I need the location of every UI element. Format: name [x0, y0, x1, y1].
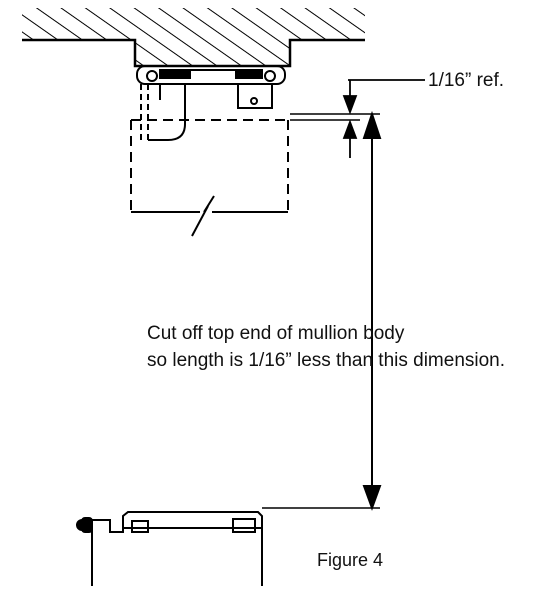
instruction-line-1: Cut off top end of mullion body [147, 323, 405, 344]
right-clip [237, 83, 273, 109]
left-angle-piece [140, 83, 186, 141]
figure-caption: Figure 4 [317, 550, 383, 570]
instruction-line-2: so length is 1/16” less than this dimens… [147, 350, 505, 371]
ref-dimension-label: 1/16” ref. [428, 70, 504, 91]
head-frame [22, 8, 365, 68]
top-clip [136, 65, 286, 100]
extension-lines [262, 113, 380, 509]
bottom-sill [76, 511, 263, 586]
length-dimension [362, 110, 382, 511]
ref-dimension [342, 79, 425, 158]
mullion-body [130, 119, 289, 237]
